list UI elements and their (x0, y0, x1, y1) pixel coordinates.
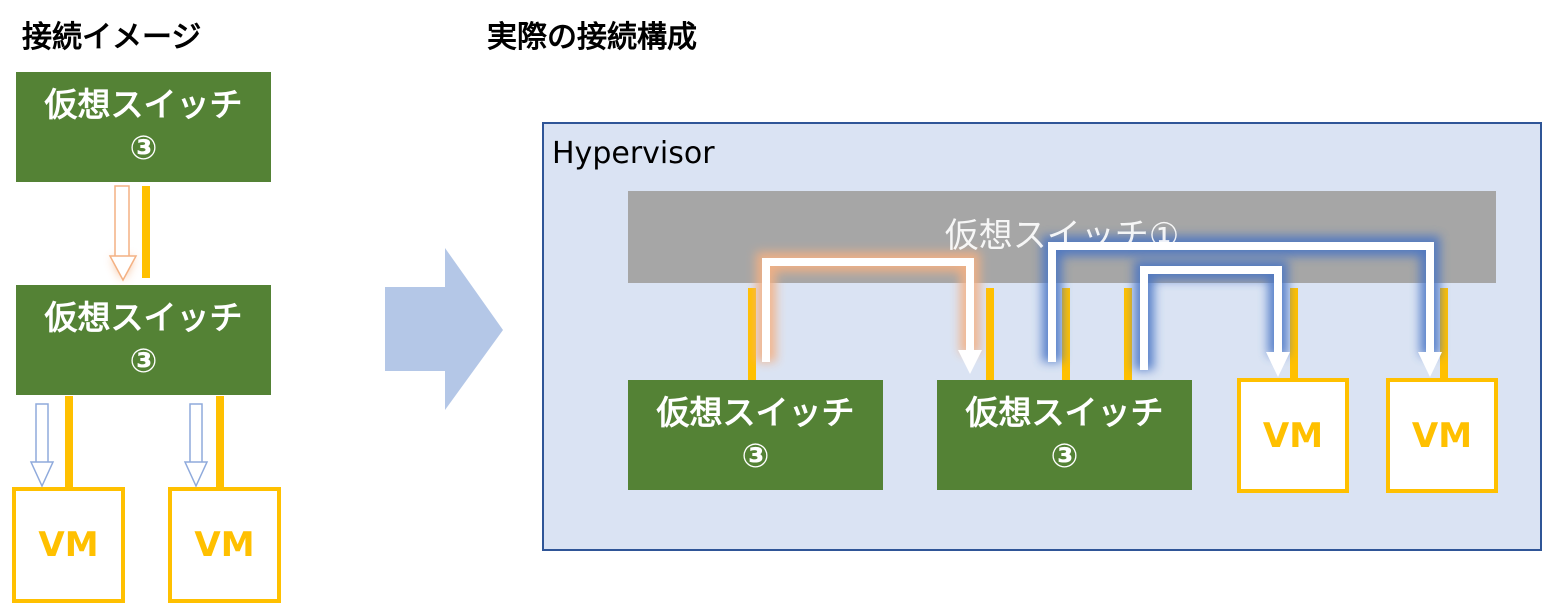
orange-connection-path (756, 252, 982, 374)
left-downlink-arrow-2 (183, 403, 209, 488)
right-switch-2: 仮想スイッチ ③ (937, 380, 1192, 490)
switch-name: 仮想スイッチ (965, 393, 1164, 433)
port-line (748, 288, 756, 380)
left-uplink-arrow (108, 185, 138, 282)
port-line (216, 396, 224, 487)
switch-name: 仮想スイッチ (44, 85, 243, 125)
left-vm-2: VM (168, 487, 281, 603)
hypervisor-label: Hypervisor (552, 136, 715, 171)
switch-number: ③ (129, 128, 158, 167)
left-middle-switch: 仮想スイッチ ③ (16, 285, 271, 395)
outer-switch-label: 仮想スイッチ① (944, 216, 1180, 256)
right-heading: 実際の接続構成 (487, 20, 697, 55)
switch-name: 仮想スイッチ (656, 393, 855, 433)
port-line (142, 186, 150, 278)
switch-number: ③ (129, 341, 158, 380)
switch-name: 仮想スイッチ (44, 298, 243, 338)
transition-arrow (385, 248, 503, 410)
right-vm-1: VM (1237, 378, 1349, 493)
left-downlink-arrow-1 (29, 403, 55, 488)
port-line (65, 396, 73, 487)
left-top-switch: 仮想スイッチ ③ (16, 72, 271, 182)
switch-number: ③ (741, 436, 770, 475)
left-vm-1: VM (12, 487, 125, 603)
port-line (1062, 288, 1070, 380)
right-switch-1: 仮想スイッチ ③ (628, 380, 883, 490)
right-vm-2: VM (1386, 378, 1498, 493)
port-line (1440, 288, 1448, 378)
port-line (1124, 288, 1132, 380)
left-heading: 接続イメージ (22, 20, 202, 55)
port-line (1290, 288, 1298, 378)
switch-number: ③ (1050, 436, 1079, 475)
port-line (986, 288, 994, 380)
blue-connection-path-outer (1042, 236, 1442, 377)
blue-connection-path-inner (1134, 260, 1290, 377)
